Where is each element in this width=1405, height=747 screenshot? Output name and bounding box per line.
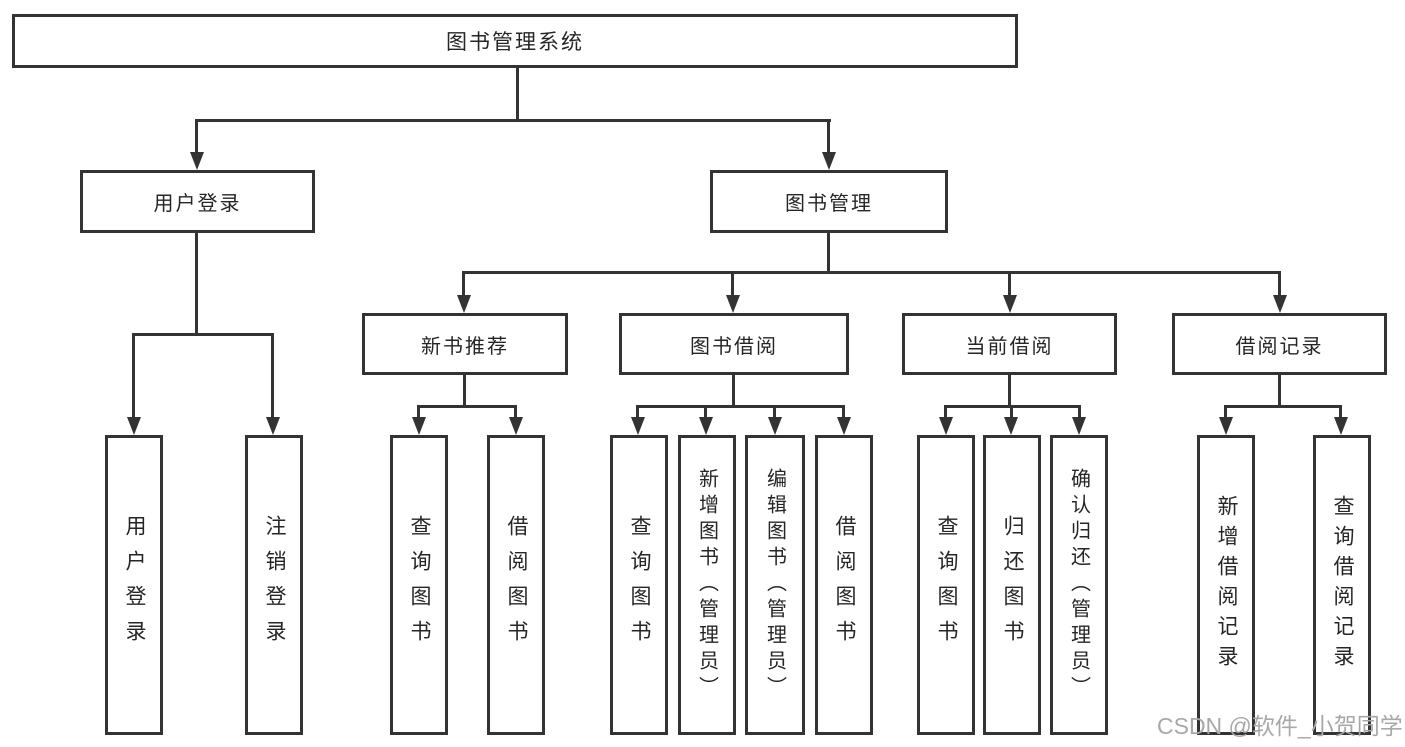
connector-arrow (768, 417, 782, 435)
connector-line (636, 405, 639, 420)
connector-line (271, 333, 274, 420)
node-book-management: 图书管理 (710, 170, 948, 233)
connector-arrow (190, 152, 204, 170)
node-book-borrow: 图书借阅 (619, 313, 849, 375)
connector-arrow (457, 295, 471, 313)
connector-arrow (1004, 417, 1018, 435)
connector-line (636, 405, 845, 408)
connector-line (195, 119, 198, 155)
leaf-edit-books-admin: 编辑图书（管理员） (745, 435, 805, 735)
connector-line (732, 373, 735, 407)
connector-arrow (1273, 295, 1287, 313)
connector-line (842, 405, 845, 420)
connector-line (773, 405, 776, 420)
leaf-borrow-books: 借阅图书 (815, 435, 873, 735)
node-user-login: 用户登录 (80, 170, 315, 233)
node-current-borrow: 当前借阅 (902, 313, 1117, 375)
connector-line (1224, 405, 1342, 408)
connector-line (1008, 373, 1011, 407)
connector-arrow (266, 417, 280, 435)
connector-arrow (412, 417, 426, 435)
connector-line (132, 333, 135, 420)
connector-line (516, 66, 519, 121)
connector-line (827, 231, 830, 273)
connector-line (462, 271, 465, 300)
connector-line (514, 405, 517, 420)
leaf-add-books-admin: 新增图书（管理员） (678, 435, 736, 735)
node-new-book-recommend: 新书推荐 (362, 313, 568, 375)
connector-arrow (127, 417, 141, 435)
connector-line (1078, 405, 1081, 420)
connector-arrow (509, 417, 523, 435)
connector-line (1278, 373, 1281, 407)
leaf-query-borrow-record: 查询借阅记录 (1313, 435, 1371, 735)
leaf-user-login: 用户登录 (105, 435, 163, 735)
leaf-confirm-return-admin: 确认归还（管理员） (1050, 435, 1108, 735)
connector-line (704, 405, 707, 420)
connector-line (417, 405, 517, 408)
connector-arrow (1072, 417, 1086, 435)
connector-arrow (1003, 295, 1017, 313)
connector-line (195, 119, 831, 122)
leaf-add-borrow-record: 新增借阅记录 (1197, 435, 1255, 735)
connector-line (132, 333, 274, 336)
connector-arrow (1219, 417, 1233, 435)
leaf-return-books: 归还图书 (983, 435, 1041, 735)
connector-line (1008, 271, 1011, 300)
node-borrow-records: 借阅记录 (1172, 313, 1387, 375)
leaf-query-books-borrow: 查询图书 (610, 435, 668, 735)
connector-line (944, 405, 947, 420)
connector-line (417, 405, 420, 420)
connector-line (195, 231, 198, 335)
connector-line (1224, 405, 1227, 420)
connector-arrow (631, 417, 645, 435)
connector-arrow (726, 295, 740, 313)
connector-line (1339, 405, 1342, 420)
connector-line (463, 373, 466, 407)
connector-line (462, 271, 1281, 274)
leaf-logout: 注销登录 (245, 435, 303, 735)
leaf-query-books-recommend: 查询图书 (390, 435, 448, 735)
connector-line (827, 119, 830, 155)
leaf-query-books-current: 查询图书 (917, 435, 975, 735)
connector-line (731, 271, 734, 300)
csdn-watermark: CSDN @软件_小贺同学 (1157, 713, 1403, 739)
node-library-management-system: 图书管理系统 (12, 14, 1018, 68)
connector-arrow (822, 152, 836, 170)
leaf-borrow-books-recommend: 借阅图书 (487, 435, 545, 735)
connector-arrow (699, 417, 713, 435)
connector-arrow (939, 417, 953, 435)
connector-line (1010, 405, 1013, 420)
connector-arrow (1334, 417, 1348, 435)
connector-line (1278, 271, 1281, 300)
connector-arrow (837, 417, 851, 435)
